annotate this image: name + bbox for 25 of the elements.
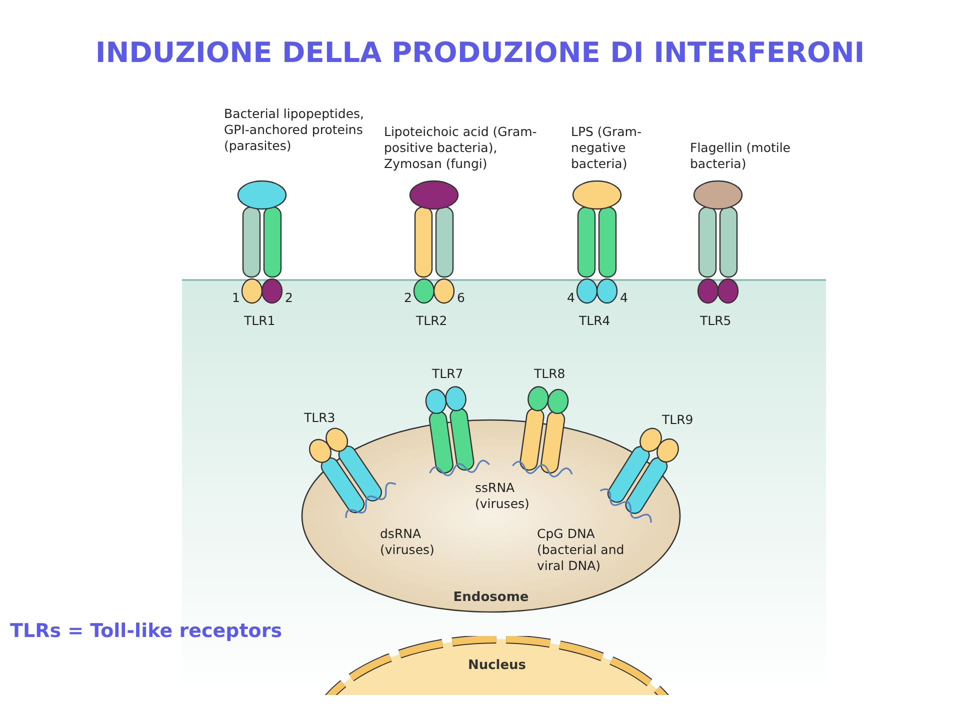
receptor-label: TLR4 xyxy=(579,313,612,329)
ligand-label: LPS (Gram-negative bacteria) xyxy=(571,124,642,172)
ligand-label: CpG DNA (bacterial and viral DNA) xyxy=(537,526,626,574)
subunit-number: 6 xyxy=(457,290,466,306)
subunit-number: 4 xyxy=(567,290,576,306)
receptor-label: TLR7 xyxy=(432,366,464,382)
nucleus-label: Nucleus xyxy=(466,658,528,673)
subunit-number: 4 xyxy=(620,290,629,306)
footnote: TLRs = Toll-like receptors xyxy=(10,619,284,643)
ligand-label: Flagellin (motile bacteria) xyxy=(690,140,792,172)
receptor-label: TLR3 xyxy=(304,410,336,426)
ligand-label: ssRNA (viruses) xyxy=(475,480,530,512)
receptor-label: TLR1 xyxy=(244,313,276,329)
subunit-number: 2 xyxy=(285,290,294,306)
receptor-label: TLR8 xyxy=(534,366,566,382)
ligand-label: dsRNA (viruses) xyxy=(380,526,436,558)
receptor-label: TLR5 xyxy=(700,313,732,329)
receptor-label: TLR9 xyxy=(662,412,694,428)
ligand-label: Lipoteichoic acid (Gram-positive bacteria), Zymosan (fungi) xyxy=(384,124,538,172)
receptor-label: TLR2 xyxy=(416,313,448,329)
subunit-number: 1 xyxy=(232,290,241,306)
ligand-label: Bacterial lipopeptides, GPI-anchored proteins (parasites) xyxy=(224,106,364,154)
endosome-label: Endosome xyxy=(452,590,530,605)
title: INDUZIONE DELLA PRODUZIONE DI INTERFERONI xyxy=(94,36,866,69)
subunit-number: 2 xyxy=(404,290,413,306)
